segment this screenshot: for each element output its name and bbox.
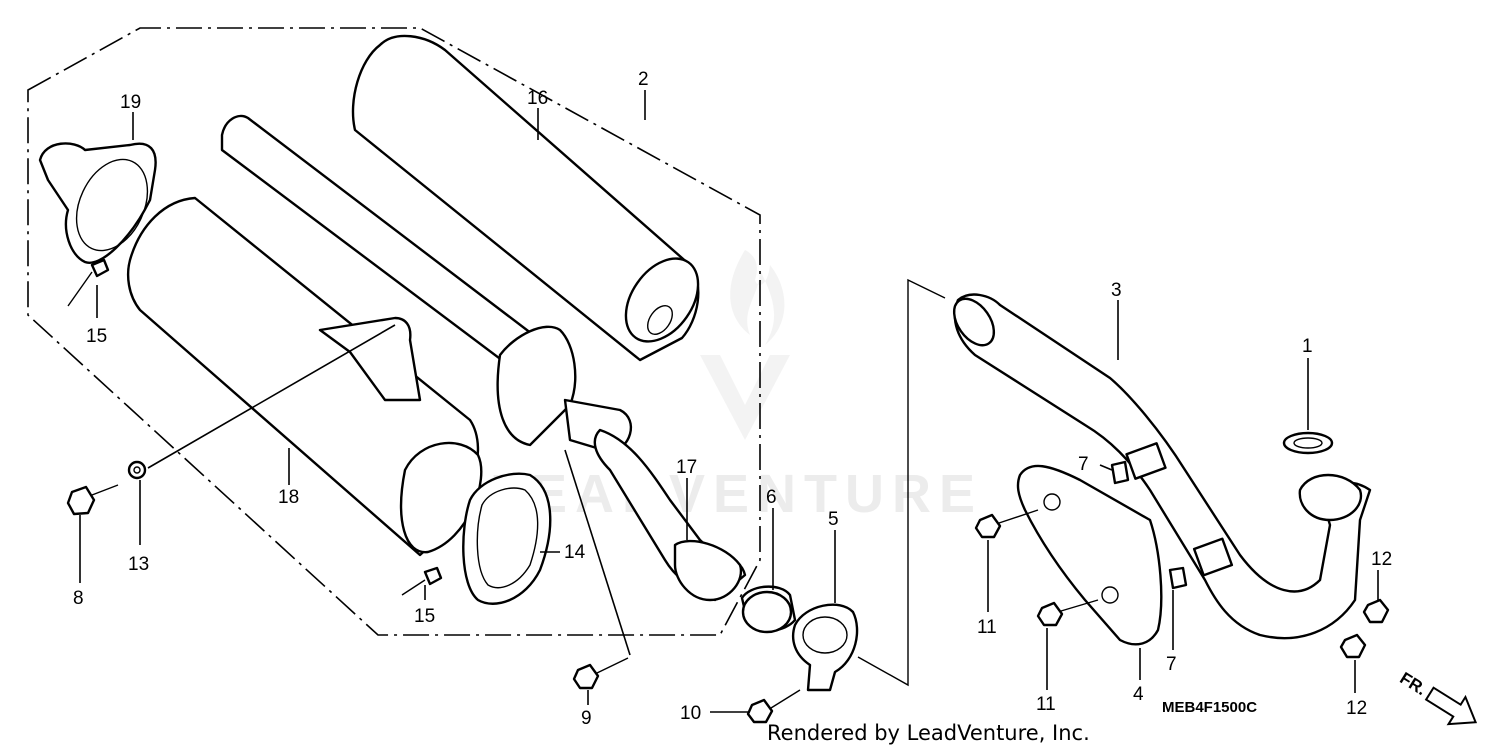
clip-upper bbox=[1110, 460, 1130, 485]
bolt-10 bbox=[746, 689, 801, 724]
callout-7-upper: 7 bbox=[1078, 454, 1089, 475]
callout-15-lower: 15 bbox=[414, 606, 435, 627]
callout-11-upper: 11 bbox=[977, 617, 997, 638]
rivet-15-lower bbox=[401, 566, 443, 596]
callout-8: 8 bbox=[73, 588, 84, 609]
credit-text: Rendered by LeadVenture, Inc. bbox=[767, 721, 1090, 745]
muffler-cover bbox=[351, 34, 700, 362]
callout-2: 2 bbox=[638, 69, 649, 90]
bolt-9 bbox=[572, 657, 629, 690]
callout-1: 1 bbox=[1302, 336, 1313, 357]
front-arrow-icon bbox=[1424, 686, 1478, 726]
muffler-assembly-outline bbox=[27, 27, 761, 636]
diagram-code: MEB4F1500C bbox=[1162, 699, 1257, 716]
callout-17: 17 bbox=[676, 457, 697, 478]
front-label: FR. bbox=[1397, 669, 1430, 700]
callout-4: 4 bbox=[1133, 684, 1144, 705]
nut-12-lower bbox=[1339, 633, 1367, 659]
callout-14: 14 bbox=[564, 542, 586, 563]
heat-guard bbox=[1016, 464, 1163, 646]
callout-12-upper: 12 bbox=[1371, 549, 1392, 570]
bolt-8 bbox=[66, 484, 119, 516]
bolt-11-lower bbox=[1036, 599, 1099, 627]
rivet-15-upper bbox=[67, 258, 110, 307]
callout-18: 18 bbox=[278, 487, 299, 508]
connecting-pipe bbox=[593, 428, 747, 602]
gasket-ring bbox=[462, 472, 552, 605]
clamp bbox=[791, 603, 859, 692]
end-cap bbox=[38, 142, 157, 264]
callout-6: 6 bbox=[766, 487, 777, 508]
callout-5: 5 bbox=[828, 509, 839, 530]
sleeve bbox=[740, 585, 797, 634]
leader-lines bbox=[79, 90, 1379, 713]
washer-13 bbox=[127, 460, 147, 480]
muffler-inlet-cone bbox=[496, 325, 632, 454]
callout-15-upper: 15 bbox=[86, 326, 107, 347]
nut-12-upper bbox=[1362, 598, 1390, 624]
callout-12-lower: 12 bbox=[1346, 698, 1367, 719]
muffler-body bbox=[126, 196, 483, 557]
clip-lower bbox=[1168, 566, 1188, 590]
bolt-11-upper bbox=[974, 509, 1039, 539]
callout-10: 10 bbox=[680, 703, 701, 724]
callout-16: 16 bbox=[527, 88, 548, 109]
exhaust-gasket bbox=[1282, 431, 1334, 455]
callout-19: 19 bbox=[120, 92, 141, 113]
callout-9: 9 bbox=[581, 708, 592, 729]
callout-11-lower: 11 bbox=[1036, 694, 1056, 715]
callout-7-lower: 7 bbox=[1166, 654, 1177, 675]
front-direction-indicator: FR. bbox=[1397, 669, 1478, 726]
watermark-text: LEADVENTURE bbox=[490, 464, 983, 524]
callout-13: 13 bbox=[128, 554, 149, 575]
callout-3: 3 bbox=[1111, 280, 1122, 301]
watermark-logo bbox=[700, 250, 790, 440]
exhaust-pipe bbox=[952, 293, 1372, 640]
callout-labels: 19 2 16 15 18 13 8 15 14 17 6 5 9 10 3 1… bbox=[73, 69, 1392, 729]
